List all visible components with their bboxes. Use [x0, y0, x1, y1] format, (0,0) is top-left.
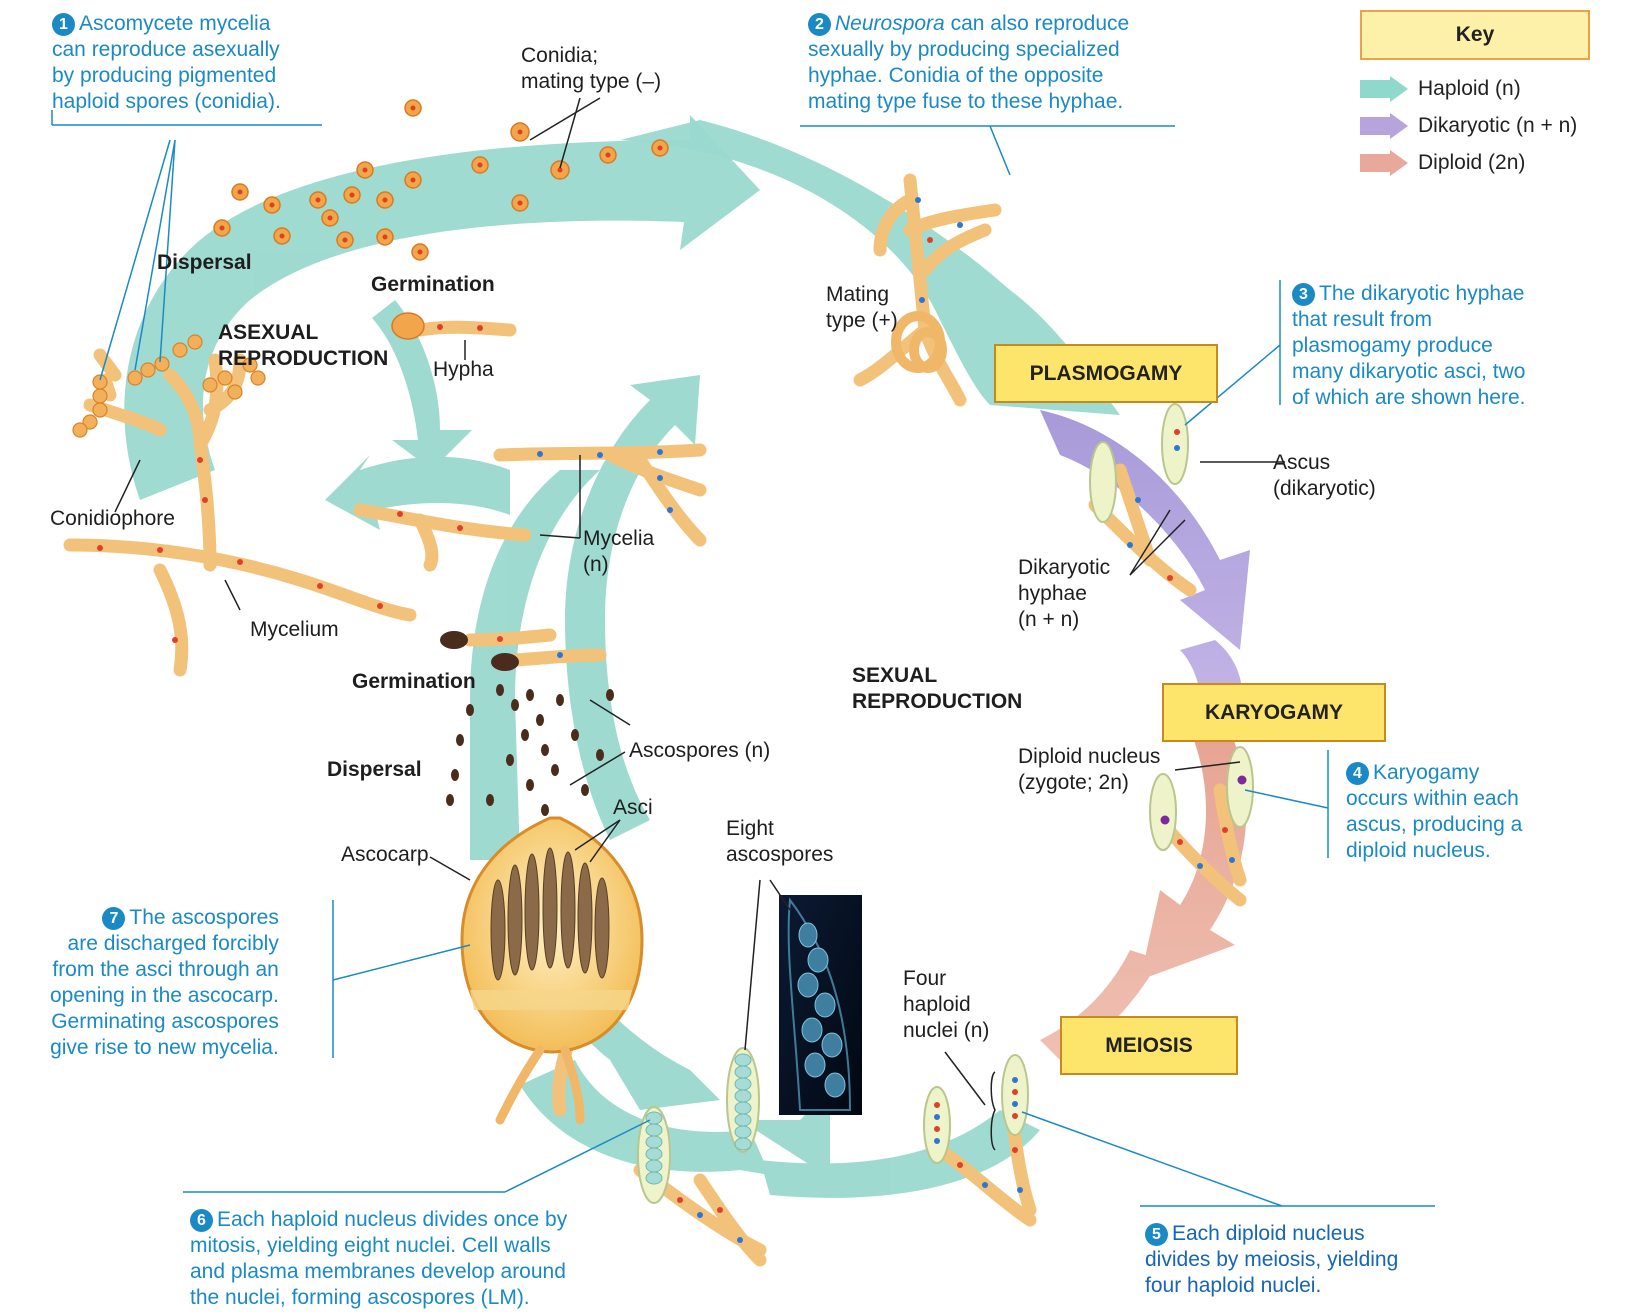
step-1-number: 1: [52, 13, 75, 36]
legend-item-diploid: Diploid (2n): [1360, 144, 1590, 181]
label-four-haploid-nuclei: Four haploid nuclei (n): [903, 967, 990, 1042]
step-2-text: can also reproduce sexually by producing…: [808, 12, 1130, 113]
label-asexual-reproduction: ASEXUAL REPRODUCTION: [218, 321, 389, 370]
label-mycelium: Mycelium: [250, 618, 339, 641]
step-2-genus: Neurospora: [835, 12, 945, 35]
step-5-number: 5: [1145, 1223, 1168, 1246]
dikaryotic-arrow-icon: [1360, 112, 1408, 139]
step-3-number: 3: [1292, 283, 1315, 306]
legend-label-diploid: Diploid (2n): [1418, 150, 1526, 174]
step-7-number: 7: [102, 907, 126, 930]
legend: Key Haploid (n) Dikaryotic (n + n) Diplo…: [1360, 10, 1590, 181]
mating-knot: [891, 311, 947, 373]
label-ascus: Ascus (dikaryotic): [1273, 451, 1376, 500]
label-diploid-nucleus: Diploid nucleus (zygote; 2n): [1018, 745, 1161, 794]
label-mycelia: Mycelia (n): [583, 527, 655, 576]
ascospores-micrograph: [779, 895, 862, 1115]
label-dikaryotic-hyphae: Dikaryotic hyphae (n + n): [1018, 556, 1111, 631]
step-6-number: 6: [190, 1209, 213, 1232]
step-3-text: The dikaryotic hyphae that result from p…: [1292, 282, 1526, 409]
diploid-arrow-icon: [1360, 149, 1408, 176]
conidiophore-spore-chains: [72, 334, 266, 438]
label-germination-bottom: Germination: [352, 670, 476, 693]
legend-label-dikaryotic: Dikaryotic (n + n): [1418, 113, 1578, 137]
stage-meiosis: MEIOSIS: [1060, 1016, 1238, 1075]
step-5-text: Each diploid nucleus divides by meiosis,…: [1145, 1222, 1399, 1297]
step-6-text: Each haploid nucleus divides once by mit…: [190, 1208, 568, 1309]
conidia-nuclei: [219, 105, 663, 255]
ascocarp: [460, 816, 644, 1125]
legend-item-haploid: Haploid (n): [1360, 70, 1590, 107]
label-conidia: Conidia; mating type (–): [521, 44, 662, 93]
diploid-arrow: [1040, 720, 1247, 1060]
legend-label-haploid: Haploid (n): [1418, 76, 1521, 100]
label-dispersal-top: Dispersal: [157, 251, 252, 274]
label-eight-ascospores: Eight ascospores: [726, 817, 834, 866]
step-4-number: 4: [1346, 762, 1369, 785]
label-ascocarp: Ascocarp: [341, 843, 429, 866]
haploid-arrow-icon: [1360, 75, 1408, 102]
hyphae-nuclei: [97, 197, 1235, 1243]
legend-items: Haploid (n) Dikaryotic (n + n) Diploid (…: [1360, 60, 1590, 181]
legend-title: Key: [1360, 10, 1590, 60]
stage-plasmogamy: PLASMOGAMY: [994, 344, 1218, 403]
germinating-conidium: [391, 312, 425, 340]
label-asci: Asci: [613, 796, 653, 819]
label-hypha: Hypha: [433, 358, 494, 381]
step-2-number: 2: [808, 13, 831, 36]
label-conidiophore: Conidiophore: [50, 507, 175, 530]
legend-item-dikaryotic: Dikaryotic (n + n): [1360, 107, 1590, 144]
ascospores-in-asci: [645, 1053, 752, 1185]
step-7-text: The ascospores are discharged forcibly f…: [50, 906, 279, 1059]
leader-lines: [114, 97, 1285, 1151]
label-dispersal-bottom: Dispersal: [327, 758, 422, 781]
step-1-text: Ascomycete mycelia can reproduce asexual…: [52, 12, 281, 113]
discharged-ascospores: [440, 631, 614, 816]
label-ascospores: Ascospores (n): [629, 739, 771, 762]
stage-karyogamy: KARYOGAMY: [1162, 683, 1386, 742]
label-mating-type: Mating type (+): [826, 283, 898, 332]
step-4-text: Karyogamy occurs within each ascus, prod…: [1346, 761, 1523, 862]
dikaryotic-arrow: [1040, 410, 1250, 700]
label-sexual-reproduction: SEXUAL REPRODUCTION: [852, 664, 1023, 713]
asci-nuclei: [934, 429, 1247, 1144]
label-germination-top: Germination: [371, 273, 495, 296]
step-leader-lines: [51, 110, 1435, 1207]
